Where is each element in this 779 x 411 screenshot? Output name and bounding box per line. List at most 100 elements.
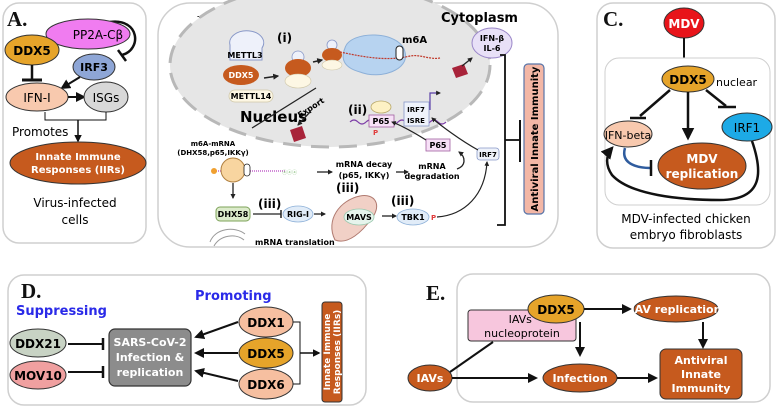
mrna-degr-label-1: mRNA <box>418 162 446 171</box>
m6a-mark <box>395 45 404 61</box>
panel-d-letter: D. <box>21 279 41 303</box>
ddx5-b-label: DDX5 <box>228 71 253 80</box>
inhibit-bar <box>116 49 128 62</box>
m6a-mrna-label-2: (DHX58,p65,IKKγ) <box>177 149 249 157</box>
reader-protein <box>220 157 246 183</box>
iir-d-label-1: Innate Immune <box>323 314 333 391</box>
ddx5-b-node <box>223 65 259 85</box>
tbk1-phospho: P <box>431 214 436 222</box>
nucleus-label: Nucleus <box>240 108 307 126</box>
mettl14-shape <box>228 89 274 103</box>
ddx21-node <box>9 328 67 358</box>
step-iii-label-3: (iii) <box>391 194 414 208</box>
irf1-label: IRF1 <box>734 121 760 135</box>
m6a-label: m6A <box>402 35 427 46</box>
panel-a: A. PP2A-Cβ DDX5 IRF3 IFN-I ISGs Promotes… <box>2 2 147 244</box>
complex-arrow <box>263 73 280 80</box>
step-ii-label: (ii) <box>348 103 367 117</box>
complex-mid <box>322 48 342 62</box>
panel-c: C. MDV DDX5 nuclear IFN-beta IRF1 MDV re… <box>596 2 776 249</box>
step-iii-label-2: (iii) <box>258 197 281 211</box>
rigi-label: RIG-I <box>287 210 309 219</box>
infection-label: Infection <box>552 372 607 385</box>
irf7-isre-box <box>403 101 430 127</box>
mrna-decay-label-1: mRNA decay <box>336 160 393 169</box>
ifn-b-label: IFN-β <box>480 34 504 43</box>
isgs-label: ISGs <box>93 91 120 105</box>
irf3-node <box>72 53 116 81</box>
cytoplasm-label: Cytoplasm <box>441 11 518 26</box>
ddx5-c-label: DDX5 <box>669 73 707 87</box>
panel-c-caption-2: embryo fibroblasts <box>630 228 743 242</box>
promotes-label: Promotes <box>12 125 68 139</box>
panel-d: D. Suppressing Promoting DDX21 MOV10 SAR… <box>7 274 367 406</box>
p65-cyto-box <box>425 138 451 152</box>
mov10-label: MOV10 <box>14 369 62 383</box>
mavs-label: MAVS <box>346 213 372 222</box>
transcription-arrow <box>429 90 441 110</box>
secretion-pore <box>452 64 468 78</box>
p65-cyto-label: P65 <box>430 141 447 150</box>
ddx5-d-label: DDX5 <box>247 347 285 361</box>
antiviral-e-label-1: Antiviral <box>675 354 728 367</box>
irf7-cyto-label: IRF7 <box>479 151 497 159</box>
panel-e-letter: E. <box>426 281 445 305</box>
ddx1-to-sars-arrow <box>194 321 239 340</box>
p65-nuc-label: P65 <box>373 117 390 126</box>
mettl14-subunit <box>284 73 312 89</box>
panel-a-caption-1: Virus-infected <box>33 196 116 210</box>
pp2a-label: PP2A-Cβ <box>73 28 123 42</box>
export-arrow <box>297 111 311 126</box>
pp2a-feedback-inhibit <box>109 20 137 57</box>
panel-a-caption-2: cells <box>62 213 89 227</box>
irf7-import-arrow <box>431 117 479 151</box>
step-i-label: (i) <box>277 31 292 45</box>
mdv-rep-label-1: MDV <box>686 152 718 166</box>
mettl3-label: METTL3 <box>227 51 262 60</box>
mrna-strand <box>339 51 441 60</box>
isre-label: ISRE <box>407 117 425 125</box>
mrna-degr-label-2: degradation <box>404 172 459 181</box>
sars-label-3: replication <box>117 366 184 379</box>
p65-phospho: P <box>373 129 378 137</box>
iir-label-1: Innate Immune <box>35 152 121 163</box>
nuclear-pore <box>290 126 306 142</box>
step-iii-label-1: (iii) <box>336 181 359 195</box>
promoting-label: Promoting <box>195 289 272 304</box>
iir-d-box <box>321 301 343 403</box>
iir-node <box>9 141 147 185</box>
ifn-label: IFN-I <box>23 91 50 105</box>
sars-box <box>108 328 192 387</box>
dhx58-label: DHX58 <box>218 210 249 219</box>
irf7-cyto-box <box>476 147 500 161</box>
ribosome-shape <box>342 34 406 76</box>
m6a-mrna-label-1: m6A-mRNA <box>191 140 236 148</box>
suppressing-label: Suppressing <box>16 304 107 319</box>
translation-label: mRNA translation <box>255 238 335 247</box>
il6-label: IL-6 <box>484 44 501 53</box>
m6a-site <box>243 163 251 177</box>
iav-rep-label: IAV replication <box>631 303 722 316</box>
irf3-to-ifn-arrow <box>60 76 81 90</box>
iavs-np-link <box>449 341 494 373</box>
p65-nuc-box <box>368 114 395 128</box>
np-label-1: IAVs’ <box>509 313 536 326</box>
nuclear-label: nuclear <box>716 76 758 89</box>
ddx21-label: DDX21 <box>15 337 61 351</box>
mdv-label: MDV <box>668 17 700 31</box>
irf1-to-ifnb-arrow <box>600 140 760 202</box>
ddx6-label: DDX6 <box>247 378 285 392</box>
panel-a-letter: A. <box>7 7 27 31</box>
mrna-cap <box>211 168 217 174</box>
iavs-label: IAVs <box>417 372 444 385</box>
panel-c-letter: C. <box>603 7 623 31</box>
mrna-decay-label-2: (p65, IKKγ) <box>339 171 390 180</box>
export-line <box>251 87 317 129</box>
irf7-nuc-label: IRF7 <box>407 106 425 114</box>
panel-b: B. Nucleus Cytoplasm (i) METTL3 DDX5 MET… <box>157 0 559 248</box>
p65-import-arrow <box>391 121 427 141</box>
mavs-node <box>343 208 375 226</box>
tbk1-to-irf7-arrow <box>436 161 490 218</box>
ddx5-inhibit-ifnb <box>639 89 671 117</box>
tbk1-label: TBK1 <box>401 213 425 222</box>
